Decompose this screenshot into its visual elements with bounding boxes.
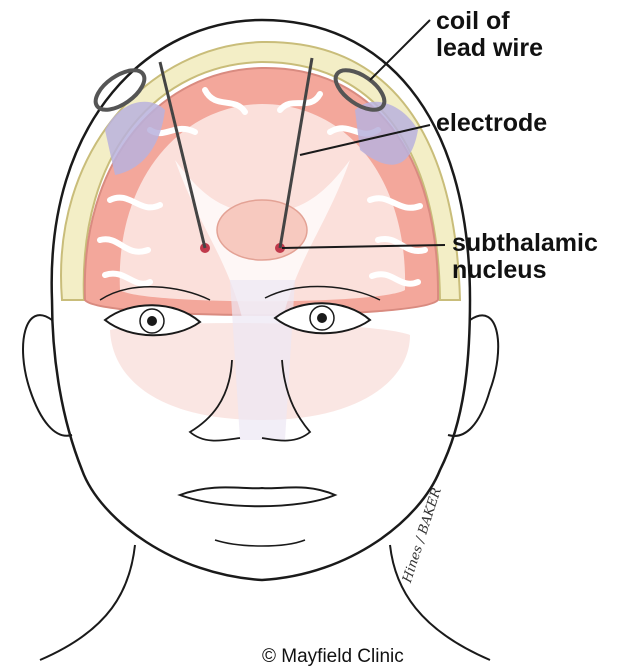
label-coil-of-lead-wire: coil of lead wire	[436, 8, 543, 62]
leader-coil	[370, 20, 430, 80]
thalamus	[217, 200, 307, 260]
chin	[215, 540, 305, 546]
mouth	[180, 487, 335, 506]
label-subthalamic-nucleus: subthalamic nucleus	[452, 230, 598, 284]
copyright-credit: © Mayfield Clinic	[262, 646, 404, 668]
label-electrode: electrode	[436, 110, 547, 137]
neck	[40, 545, 490, 660]
right-ear	[448, 315, 498, 435]
brainstem-column	[230, 280, 295, 440]
